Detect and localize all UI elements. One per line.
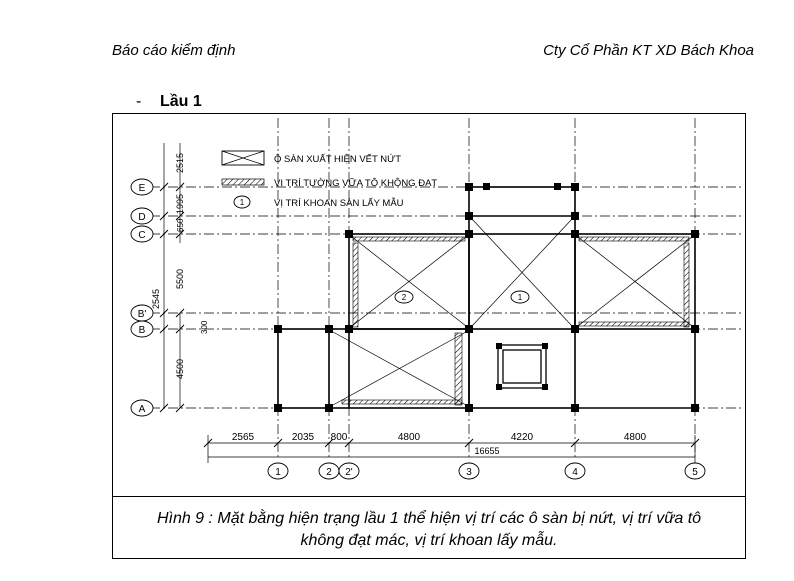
dimension-ticks bbox=[159, 182, 700, 448]
legend-core-symbol bbox=[233, 195, 251, 209]
row-label-b: B bbox=[139, 325, 146, 336]
floor-plan-drawing: E D C B' B A 1 2 2' 3 4 5 2515 1995 650 … bbox=[130, 118, 742, 480]
dimension-lines bbox=[163, 143, 696, 463]
dim-4500: 4500 bbox=[175, 359, 185, 379]
col-label-2: 2 bbox=[326, 467, 332, 478]
legend-core-label: VỊ TRÍ KHOAN SÀN LẤY MẪU bbox=[274, 197, 404, 209]
dim-300: 300 bbox=[200, 320, 209, 334]
col-label-3: 3 bbox=[466, 467, 472, 478]
core-marker-2-label: 2 bbox=[402, 293, 407, 302]
dim-4800-a: 4800 bbox=[398, 432, 421, 443]
section-heading: - Lầu 1 bbox=[136, 93, 202, 111]
dim-800: 800 bbox=[331, 432, 348, 443]
core-marker-1 bbox=[510, 290, 530, 304]
dim-4220: 4220 bbox=[511, 432, 534, 443]
row-axis-bubbles bbox=[130, 178, 154, 417]
col-label-1: 1 bbox=[275, 467, 281, 478]
cracked-slab-panels bbox=[332, 218, 693, 406]
row-label-a: A bbox=[139, 404, 146, 415]
grid-lines bbox=[132, 118, 742, 458]
dim-2515: 2515 bbox=[175, 153, 185, 173]
row-label-b-prime: B' bbox=[138, 309, 147, 320]
col-label-5: 5 bbox=[692, 467, 698, 478]
dim-2565: 2565 bbox=[232, 432, 255, 443]
row-label-c: C bbox=[138, 230, 145, 241]
figure-caption: Hình 9 : Mặt bằng hiện trạng lầu 1 thể h… bbox=[120, 508, 738, 552]
building-outline bbox=[277, 186, 696, 409]
caption-box bbox=[112, 496, 746, 559]
legend-core-symbol-label: 1 bbox=[240, 198, 245, 207]
header-report-title: Báo cáo kiểm định bbox=[112, 42, 236, 59]
figure-frame bbox=[112, 113, 746, 559]
column-axis-bubbles bbox=[267, 462, 706, 480]
section-bullet: - bbox=[136, 93, 142, 110]
legend: 1 bbox=[221, 150, 265, 209]
caption-line-1: Hình 9 : Mặt bằng hiện trạng lầu 1 thể h… bbox=[156, 510, 702, 527]
dim-5500: 5500 bbox=[175, 269, 185, 289]
row-label-d: D bbox=[138, 212, 145, 223]
core-marker-1-label: 1 bbox=[518, 293, 523, 302]
dim-4800-b: 4800 bbox=[624, 432, 647, 443]
row-label-e: E bbox=[139, 183, 146, 194]
dim-2035: 2035 bbox=[292, 432, 315, 443]
dim-1995: 1995 bbox=[175, 194, 185, 214]
core-marker-2 bbox=[394, 290, 414, 304]
legend-wall-label: VỊ TRÍ TƯỜNG VỮA TÔ KHÔNG ĐẠT bbox=[274, 178, 437, 189]
columns bbox=[274, 183, 699, 412]
dim-650: 650 bbox=[176, 218, 185, 232]
caption-line-2: không đạt mác, vị trí khoan lấy mẫu. bbox=[300, 532, 558, 549]
legend-crack-label: Ô SÀN XUẤT HIỆN VẾT NỨT bbox=[274, 154, 401, 165]
hatched-walls bbox=[341, 236, 690, 406]
stair-opening bbox=[497, 344, 547, 389]
legend-wall-symbol bbox=[221, 178, 265, 186]
dim-2545: 2545 bbox=[151, 289, 161, 309]
col-label-2-prime: 2' bbox=[345, 467, 353, 478]
header-company-name: Cty Cổ Phần KT XD Bách Khoa bbox=[543, 42, 754, 59]
dim-total: 16655 bbox=[474, 446, 499, 456]
col-label-4: 4 bbox=[572, 467, 578, 478]
section-title: Lầu 1 bbox=[160, 93, 202, 110]
